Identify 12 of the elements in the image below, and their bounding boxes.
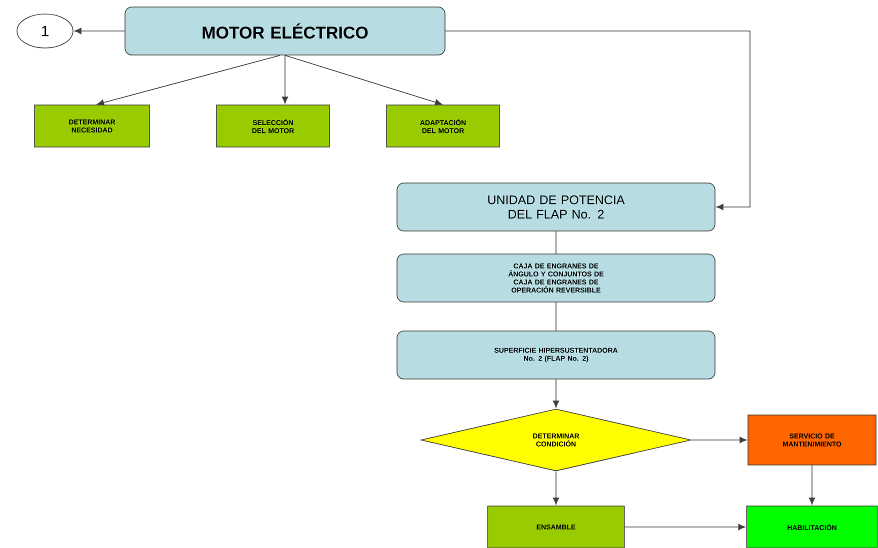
process-box: MOTOR ELÉCTRICO: [124, 6, 446, 56]
arrow: [282, 55, 288, 104]
arrow: [808, 465, 816, 505]
arrow: [96, 55, 280, 106]
arrow: [552, 379, 560, 408]
process-box: UNIDAD DE POTENCIA DEL FLAP No. 2: [396, 182, 716, 232]
arrow: [624, 524, 746, 530]
arrow: [552, 471, 560, 505]
arrow: [691, 436, 747, 444]
arrow: [284, 55, 442, 106]
arrow: [74, 28, 125, 34]
arrow: [445, 30, 750, 210]
